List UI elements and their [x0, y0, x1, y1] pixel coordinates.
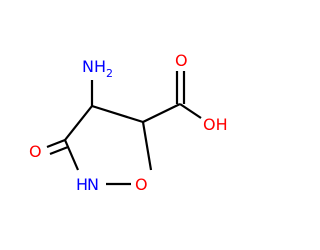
amino-label: NH2 [82, 57, 113, 80]
bond-c4-c5 [91, 104, 144, 124]
ring-nitrogen-label: N [87, 175, 99, 194]
acid-hydroxyl-label: OH [203, 115, 228, 134]
bond-c3-keto-o-1 [46, 138, 66, 149]
amino-nh: NH [82, 57, 106, 76]
bond-c3-keto-o-2 [49, 145, 69, 156]
bond-c4-c3 [64, 105, 93, 141]
keto-oxygen-label: O [29, 142, 42, 161]
bond-c5-cacid [142, 103, 181, 123]
acid-carbonyl-oxygen-label: O [175, 51, 188, 70]
ring-nitrogen-h-label: H [76, 175, 88, 194]
atom-labels: NH2 O N H O O OH [29, 51, 228, 194]
bond-o-c5 [141, 121, 153, 171]
ring-oxygen-label: O [135, 175, 148, 194]
bond-cacid-oh [179, 103, 202, 119]
molecule-structure: NH2 O N H O O OH [29, 51, 228, 194]
amino-subscript: 2 [106, 67, 113, 80]
bonds [46, 71, 202, 186]
bond-c3-n [63, 139, 80, 171]
